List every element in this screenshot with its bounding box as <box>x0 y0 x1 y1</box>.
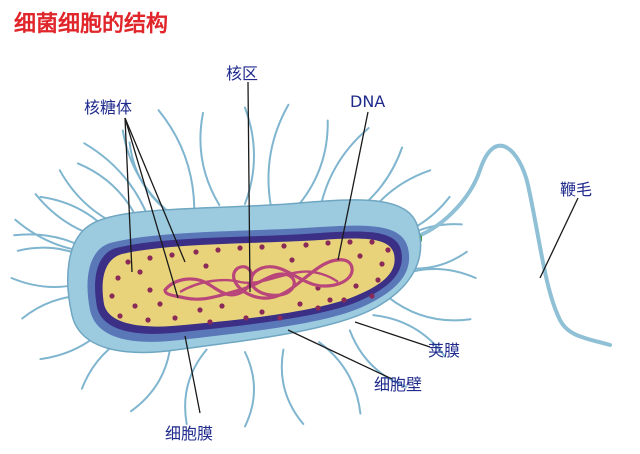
ribosome-dot <box>357 253 363 259</box>
ribosome-dot <box>347 239 353 245</box>
pilus <box>348 329 408 388</box>
ribosome-dot <box>115 275 121 281</box>
leader-cell-membrane <box>184 335 201 414</box>
flagellum <box>410 143 612 347</box>
label-dna: DNA <box>350 92 386 111</box>
leader-nucleoid <box>247 81 251 293</box>
pilus <box>128 141 172 215</box>
leader-lines <box>124 81 579 414</box>
ribosome-dot <box>193 249 199 255</box>
ribosome-dot <box>289 257 295 263</box>
ribosome-dot <box>369 239 375 245</box>
pilus <box>318 341 362 415</box>
pilus <box>387 296 472 322</box>
label-cell-membrane: 细胞膜 <box>165 424 214 443</box>
ribosome-dot <box>259 309 265 315</box>
ribosome-dot <box>297 301 303 307</box>
label-cell-wall: 细胞壁 <box>374 375 423 394</box>
pilus <box>267 103 290 206</box>
leader-dna <box>337 111 369 261</box>
label-nucleoid: 核区 <box>226 64 259 83</box>
ribosome-dot <box>169 252 175 258</box>
ribosome-dot <box>259 244 265 250</box>
pilus <box>244 351 255 428</box>
ribosome-dot <box>145 317 151 323</box>
pilus <box>280 348 305 425</box>
ribosome-dot <box>157 301 163 307</box>
ribosome-dot <box>132 303 138 309</box>
leader-cell-wall <box>287 329 393 380</box>
leader-flagellum <box>539 197 579 279</box>
ribosome-dot <box>137 269 143 275</box>
ribosome-dot <box>203 263 209 269</box>
ribosome-dot <box>277 315 283 321</box>
ribosome-dot <box>281 243 287 249</box>
ribosome-dot <box>379 261 385 267</box>
diagram-title: 细菌细胞的结构 <box>14 12 169 37</box>
ribosome-group <box>109 239 391 325</box>
ribosome-dot <box>303 242 309 248</box>
leader-ribosome-3 <box>124 117 179 299</box>
ribosome-dot <box>385 247 391 253</box>
ribosome-dot <box>125 259 131 265</box>
ribosome-dot <box>375 277 381 283</box>
label-flagellum: 鞭毛 <box>560 180 593 199</box>
ribosome-dot <box>117 313 123 319</box>
ribosome-dot <box>325 240 331 246</box>
ribosome-dot <box>207 319 213 325</box>
ribosome-dot <box>172 315 178 321</box>
ribosome-dot <box>197 307 203 313</box>
dna-strand-2 <box>179 270 339 294</box>
ribosome-dot <box>353 283 359 289</box>
pilus <box>184 348 208 425</box>
ribosome-dot <box>219 303 225 309</box>
ribosome-dot <box>327 297 333 303</box>
ribosome-dot <box>215 247 221 253</box>
pilus <box>157 109 196 210</box>
ribosome-dot <box>243 315 249 321</box>
label-ribosome: 核糖体 <box>84 98 133 117</box>
ribosome-dot <box>147 287 153 293</box>
ribosome-dot <box>109 293 115 299</box>
ribosome-dot <box>341 297 347 303</box>
ribosome-dot <box>147 255 153 261</box>
leader-ribosome-2 <box>124 117 186 263</box>
ribosome-dot <box>369 293 375 299</box>
ribosome-dot <box>237 245 243 251</box>
leader-ribosome-1 <box>124 117 133 273</box>
pilus <box>294 119 329 210</box>
dna-strand <box>163 258 354 301</box>
ribosome-dot <box>315 305 321 311</box>
pilus <box>199 111 221 206</box>
leader-capsule <box>354 321 431 348</box>
label-capsule: 荚膜 <box>428 341 461 360</box>
pilus <box>372 314 446 358</box>
